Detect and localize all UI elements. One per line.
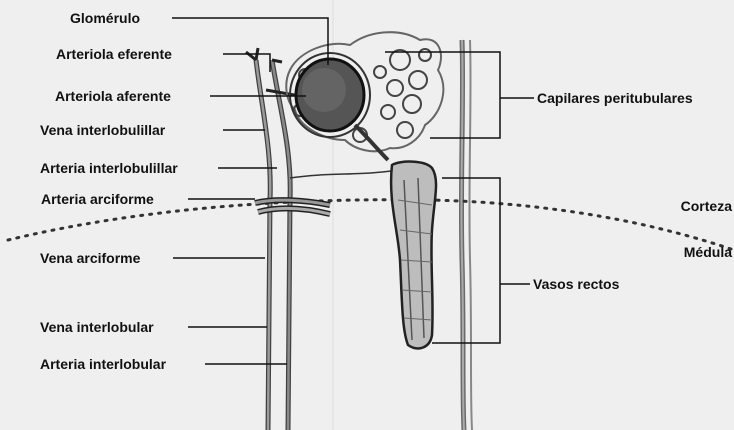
label-vena-interlobular: Vena interlobular (40, 319, 154, 335)
glomerulus-shape (290, 53, 370, 137)
label-corteza: Corteza (681, 198, 732, 214)
label-arteriola-eferente: Arteriola eferente (56, 46, 172, 62)
collecting-duct (461, 40, 472, 430)
leader-arteriola-eferente (223, 54, 270, 72)
label-glomerulo: Glomérulo (70, 10, 140, 26)
leader-glomerulo (172, 18, 328, 65)
label-arteria-interlobular: Arteria interlobular (40, 356, 166, 372)
label-arteria-arciforme: Arteria arciforme (41, 191, 154, 207)
label-vasos-rectos: Vasos rectos (533, 276, 619, 292)
label-capilares-peritubulares: Capilares peritubulares (537, 90, 693, 106)
label-arteriola-aferente: Arteriola aferente (55, 88, 171, 104)
cortex-medulla-boundary (8, 200, 734, 250)
label-vena-interlobulillar: Vena interlobulillar (40, 122, 165, 138)
label-medula: Médula (684, 244, 732, 260)
label-vena-arciforme: Vena arciforme (40, 250, 140, 266)
interlobullar-connector (290, 170, 398, 178)
arcuate-vessels (255, 200, 330, 214)
loop-of-henle (391, 162, 436, 349)
label-arteria-interlobulillar: Arteria interlobulillar (40, 160, 178, 176)
